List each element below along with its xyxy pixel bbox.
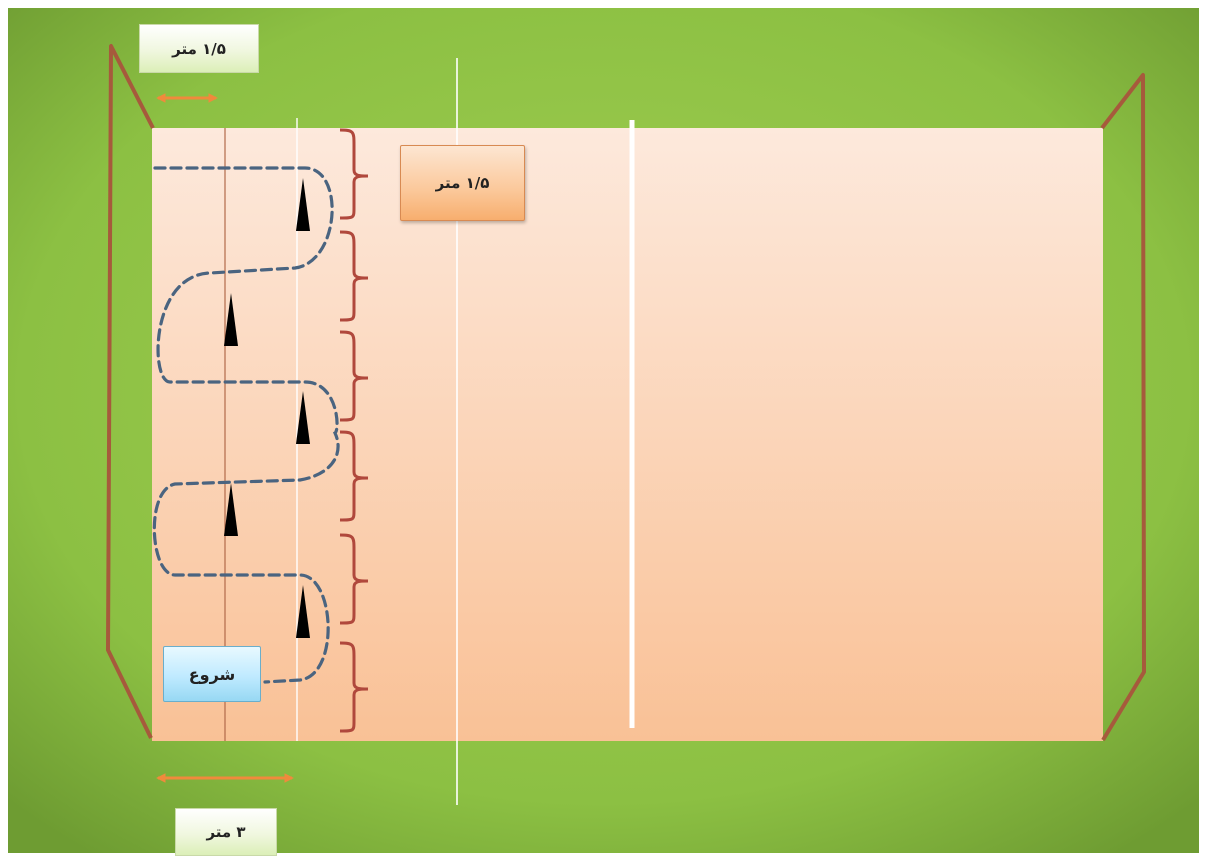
label-top-width: ۱/۵ متر <box>139 24 259 73</box>
right-post <box>1100 73 1146 742</box>
bracket-icon <box>339 641 369 733</box>
bracket-icon <box>339 128 369 220</box>
label-start: شروع <box>163 646 261 702</box>
bracket-icon <box>339 533 369 625</box>
cone-icon <box>224 293 238 346</box>
label-bottom-width: ۳ متر <box>175 808 277 856</box>
bracket-icon <box>339 430 369 522</box>
lane-brackets <box>339 128 369 733</box>
court-area <box>152 128 1103 741</box>
bracket-icon <box>339 330 369 422</box>
dribble-path <box>152 166 340 684</box>
left-post <box>106 44 155 739</box>
cone-icon <box>224 483 238 536</box>
cone-icon <box>296 585 310 638</box>
label-lane-spacing: ۱/۵ متر <box>400 145 525 221</box>
cones <box>224 178 310 638</box>
bracket-icon <box>339 230 369 322</box>
cone-icon <box>296 178 310 231</box>
cone-icon <box>296 391 310 444</box>
